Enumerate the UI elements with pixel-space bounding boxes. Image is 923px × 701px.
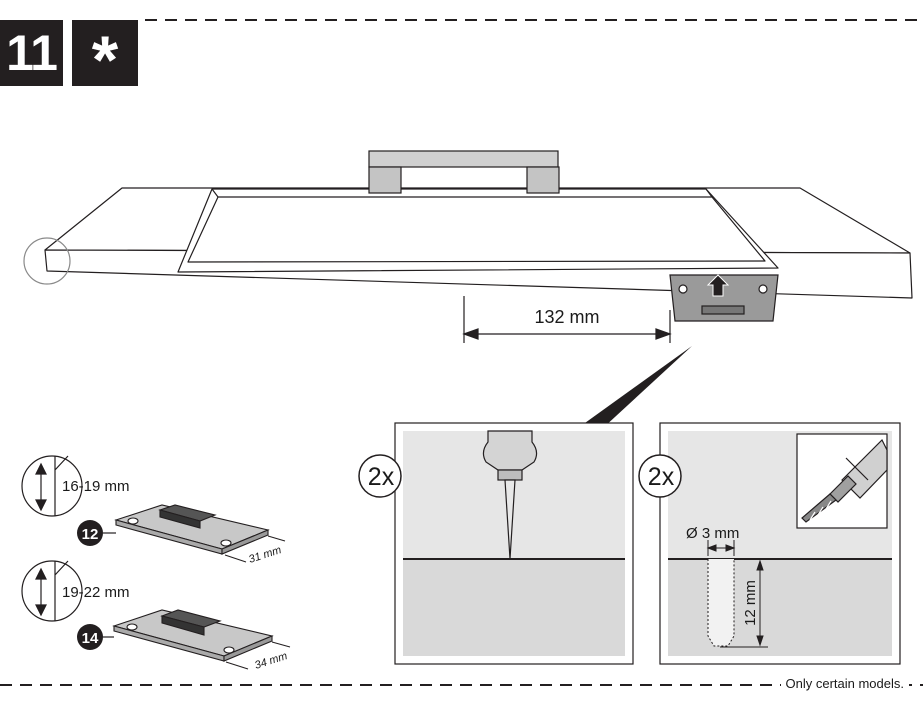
width-label-bottom: 34 mm (253, 650, 289, 672)
part-number-12: 12 (82, 526, 99, 543)
corner-detail-circle (23, 237, 71, 285)
drill-panel (638, 422, 901, 665)
drill-diameter-label: Ø 3 mm (686, 525, 739, 542)
zoom-pointer (578, 346, 692, 428)
drawer-front (44, 187, 913, 299)
awl-icon (482, 430, 538, 560)
mounting-bracket (669, 274, 779, 322)
drill-quantity: 2x (648, 463, 675, 491)
optional-step-star-badge: * (72, 20, 138, 94)
width-label-top: 31 mm (247, 544, 283, 566)
drill-hole (707, 559, 735, 647)
handle-foot-left (368, 166, 402, 194)
step-number-badge: 11 (0, 20, 63, 86)
bracket-part-14 (112, 609, 274, 662)
handle-bar (368, 150, 559, 168)
footer-note: Only certain models. (780, 676, 909, 691)
arrow-up-icon (706, 274, 730, 297)
quantity-badge-circle (638, 454, 682, 498)
handle-foot-right (526, 166, 560, 194)
drill-icon (801, 438, 888, 523)
mark-quantity: 2x (368, 463, 395, 491)
bracket-part-12 (114, 504, 270, 555)
dimension-132 (462, 296, 672, 343)
drill-depth-label: 12 mm (742, 580, 759, 626)
part-number-14: 14 (82, 630, 99, 647)
thickness-detail-top (21, 455, 286, 563)
dimension-132-label: 132 mm (534, 307, 599, 327)
mark-panel (358, 422, 634, 665)
thickness-label-top: 16-19 mm (62, 478, 130, 495)
quantity-badge-circle (358, 454, 402, 498)
handle (368, 150, 560, 194)
drawer-panel-inner (187, 196, 766, 263)
thickness-label-bottom: 19-22 mm (62, 584, 130, 601)
thickness-detail-bottom (21, 560, 291, 670)
